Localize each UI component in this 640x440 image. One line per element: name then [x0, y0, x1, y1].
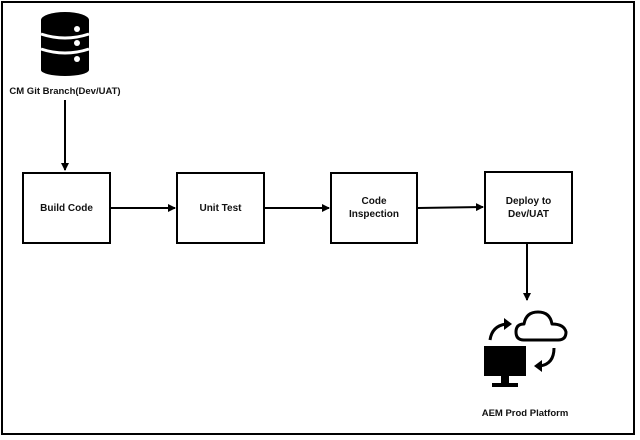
- step-build-code: Build Code: [22, 172, 111, 244]
- step-build-code-label: Build Code: [40, 202, 93, 214]
- cloud-sync-monitor-icon: [484, 310, 568, 387]
- step-unit-test: Unit Test: [176, 172, 265, 244]
- source-label: CM Git Branch(Dev/UAT): [9, 86, 121, 97]
- step-code-inspection-label: Code Inspection: [348, 196, 399, 220]
- step-code-inspection: Code Inspection: [330, 172, 418, 244]
- arrow-inspection-to-deploy: [417, 203, 484, 212]
- target-label: AEM Prod Platform: [481, 408, 569, 419]
- step-unit-test-label: Unit Test: [199, 202, 242, 214]
- step-deploy-dev-uat-label: Deploy to Dev/UAT: [505, 195, 552, 220]
- step-deploy-dev-uat: Deploy to Dev/UAT: [484, 171, 573, 244]
- database-icon: [40, 12, 90, 76]
